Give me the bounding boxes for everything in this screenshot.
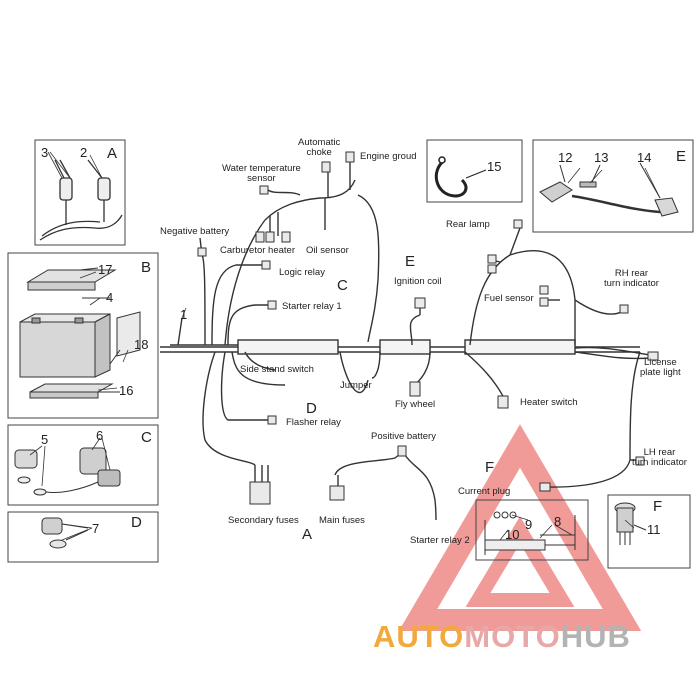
- box-f-mid: [475, 499, 589, 561]
- part-number-13: 13: [594, 150, 609, 165]
- section-letter-c-mid: C: [337, 277, 348, 294]
- part-number-16: 16: [119, 383, 134, 398]
- box-f: [607, 494, 691, 569]
- part-number-9: 9: [525, 517, 533, 532]
- part-number-7: 7: [92, 521, 100, 536]
- box-e: [532, 139, 694, 233]
- battery-icon: [19, 267, 141, 399]
- clamp-icon: [434, 156, 487, 198]
- section-letter-e-mid: E: [405, 253, 416, 270]
- label-negative-battery: Negative battery: [160, 226, 230, 237]
- label-logic-relay: Logic relay: [279, 267, 325, 278]
- relay-icon-d: [41, 517, 89, 549]
- watermark-text: AUTOMOTOHUB: [373, 619, 631, 654]
- label-carburetor-heater: Carburetor heater: [220, 245, 295, 256]
- part-number-2: 2: [80, 145, 88, 160]
- label-fly-wheel: Fly wheel: [395, 399, 436, 410]
- part-number-18: 18: [134, 337, 149, 352]
- label-heater-switch: Heater switch: [520, 397, 578, 408]
- part-number-14: 14: [637, 150, 652, 165]
- label-lh-rear-turn: LH rear turn indicator: [632, 447, 687, 468]
- part-number-15: 15: [487, 159, 502, 174]
- section-letter-d-mid: D: [306, 400, 317, 417]
- label-water-temp-sensor: Water temperature sensor: [222, 163, 301, 184]
- label-secondary-fuses: Secondary fuses: [228, 515, 299, 526]
- label-current-plug: Current plug: [458, 486, 511, 497]
- part-number-6: 6: [96, 428, 104, 443]
- box-a: [34, 139, 126, 246]
- section-letter-f-right: F: [653, 498, 663, 515]
- label-flasher-relay: Flasher relay: [286, 417, 341, 428]
- label-rh-rear-turn: RH rear turn indicator: [604, 268, 659, 289]
- part-number-8: 8: [554, 514, 562, 529]
- sensor-icon-e: [539, 162, 679, 217]
- section-letter-e-right: E: [676, 148, 687, 165]
- part-number-3: 3: [41, 145, 49, 160]
- box-15: [426, 139, 523, 203]
- label-ignition-coil: Ignition coil: [394, 276, 442, 287]
- section-letter-c-left: C: [141, 429, 152, 446]
- part-number-12: 12: [558, 150, 573, 165]
- connector-icons-a: [39, 159, 123, 241]
- label-license-plate: License plate light: [640, 357, 681, 378]
- label-rear-lamp: Rear lamp: [446, 219, 490, 230]
- section-letter-d-left: D: [131, 514, 142, 531]
- label-side-stand-switch: Side stand switch: [240, 364, 314, 375]
- label-main-fuses: Main fuses: [319, 515, 365, 526]
- section-letter-a-top: A: [107, 145, 118, 162]
- leader-lines: [29, 151, 661, 541]
- label-starter-relay-2: Starter relay 2: [410, 535, 470, 546]
- fuse-holder-icon: [484, 511, 576, 555]
- box-d: [7, 511, 159, 563]
- box-b: [7, 252, 159, 419]
- box-c: [7, 424, 159, 506]
- part-number-5: 5: [41, 432, 49, 447]
- harness-connectors: [197, 151, 659, 505]
- label-automatic-choke: Automatic choke: [298, 137, 341, 158]
- relay-icons-c: [14, 447, 121, 496]
- label-engine-ground: Engine groud: [360, 151, 417, 162]
- part-number-17: 17: [98, 262, 113, 277]
- part-number-10: 10: [505, 527, 520, 542]
- label-jumper: Jumper: [340, 380, 372, 391]
- main-harness: [160, 160, 651, 521]
- watermark-triangle: [398, 424, 642, 631]
- section-letter-f-mid: F: [485, 459, 495, 476]
- section-letter-b: B: [141, 259, 152, 276]
- label-positive-battery: Positive battery: [371, 431, 436, 442]
- part-number-11: 11: [647, 522, 661, 537]
- part-number-4: 4: [106, 290, 114, 305]
- label-fuel-sensor: Fuel sensor: [484, 293, 534, 304]
- label-starter-relay-1: Starter relay 1: [282, 301, 342, 312]
- section-letter-a-bottom: A: [302, 526, 313, 543]
- plug-icon-f: [614, 502, 647, 545]
- part-number-1: 1: [180, 307, 188, 322]
- label-oil-sensor: Oil sensor: [306, 245, 349, 256]
